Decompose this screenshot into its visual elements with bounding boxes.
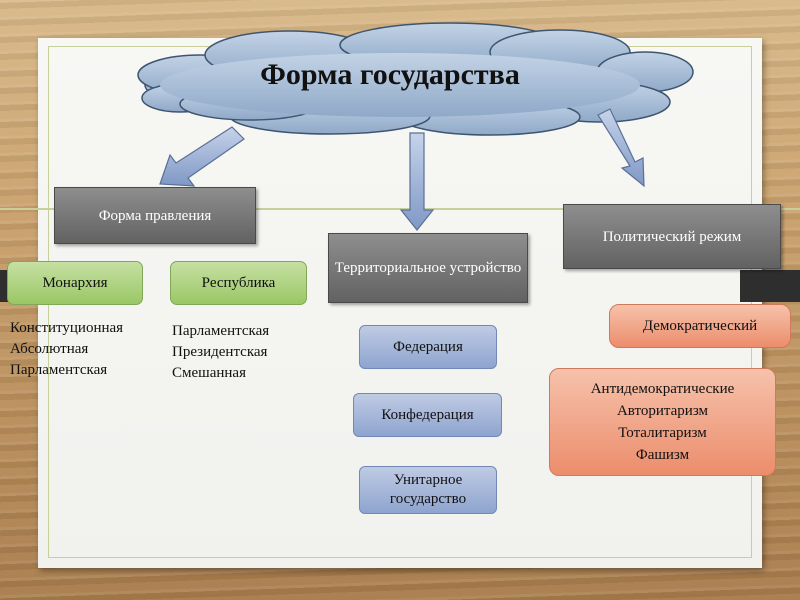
arrow-center [399,132,435,231]
republic-type-item: Президентская [172,344,268,360]
territorial-structure-label: Территориальное устройство [334,260,522,276]
monarchy-types-list: Конституционная Абсолютная Парламентская [10,318,123,381]
monarchy-type-item: Конституционная [10,320,124,336]
title-cloud [137,22,694,136]
arrow-right [597,108,645,188]
form-of-government-box: Форма правления [54,187,256,244]
antidemocratic-type-item: Авторитаризм [616,403,709,419]
antidemocratic-label: Антидемократические [590,381,735,397]
form-of-government-label: Форма правления [98,207,212,224]
antidemocratic-box: Антидемократические Авторитаризм Тоталит… [549,368,776,476]
right-tab-decoration [740,270,800,302]
republic-type-item: Смешанная [172,365,246,381]
monarchy-type-item: Парламентская [10,362,108,378]
federation-box: Федерация [359,325,497,369]
federation-label: Федерация [393,338,463,355]
arrow-left [159,126,245,187]
republic-type-item: Парламентская [172,323,270,339]
monarchy-label: Монархия [42,274,108,291]
monarchy-type-item: Абсолютная [10,341,89,357]
antidemocratic-type-item: Тоталитаризм [618,425,707,441]
antidemocratic-type-item: Фашизм [635,447,690,463]
divider-line [0,208,800,210]
democratic-box: Демократический [609,304,791,348]
political-regime-label: Политический режим [602,228,742,245]
republic-types-list: Парламентская Президентская Смешанная [172,321,269,384]
diagram-title: Форма государства [260,58,520,91]
confederation-box: Конфедерация [353,393,502,437]
monarchy-box: Монархия [7,261,143,305]
unitary-state-box: Унитарное государство [359,466,497,514]
democratic-label: Демократический [642,318,758,334]
republic-box: Республика [170,261,307,305]
republic-label: Республика [201,274,276,291]
territorial-structure-box: Территориальное устройство [328,233,528,303]
confederation-label: Конфедерация [381,406,474,423]
unitary-state-label: Унитарное государство [389,472,467,507]
political-regime-box: Политический режим [563,204,781,269]
